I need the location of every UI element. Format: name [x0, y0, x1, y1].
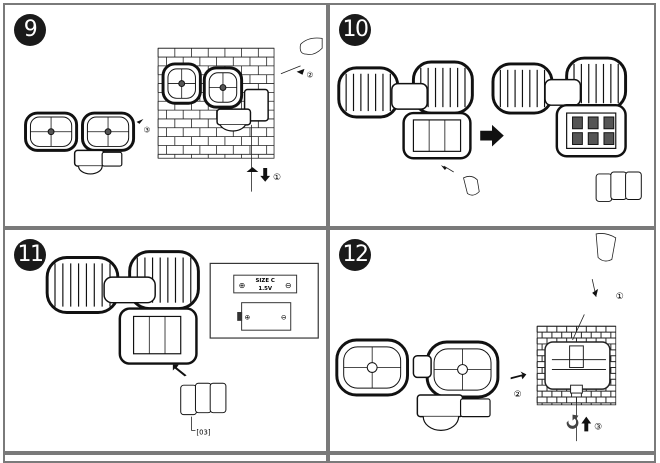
- marker-2: ②: [306, 71, 313, 80]
- marker-3: ③: [143, 126, 150, 135]
- battery-plus-symbol: ⊕: [245, 313, 251, 321]
- detached-floodlight: [24, 111, 136, 175]
- plus-symbol: ⊕: [239, 281, 246, 290]
- up-arrow-icon: [581, 416, 592, 432]
- batteries-icon: [180, 382, 227, 416]
- push-arrow-icon: [510, 371, 527, 380]
- step-9-panel: 9 ① ②: [3, 3, 328, 228]
- pull-arrow-icon: [440, 165, 447, 171]
- marker-3: ③: [594, 422, 602, 432]
- floodlight-open: [491, 56, 628, 158]
- part-reference: [03]: [196, 428, 210, 436]
- finger-press-icon: [595, 233, 617, 262]
- polarity-diagram: [209, 262, 319, 339]
- wall-bracket: [536, 325, 617, 406]
- finger-press-icon: [299, 37, 323, 55]
- step-11-panel: 11 [03] ⊕ ⊖ SIZE C 1.5V: [3, 228, 328, 453]
- step-11-illustration: [03] ⊕ ⊖ SIZE C 1.5V ⊕ ⊖: [45, 250, 319, 436]
- floodlight-closed: [337, 60, 474, 160]
- step-10-illustration: [337, 56, 642, 202]
- step-12-panel: 12 ② ①: [328, 228, 656, 453]
- battery-voltage-label: 1.5V: [258, 286, 273, 292]
- step-10-panel: 10: [328, 3, 656, 228]
- rotate-icon: [566, 414, 579, 429]
- next-panel-right: [328, 453, 656, 463]
- floodlight-battery-compartment: [45, 250, 200, 365]
- mounted-floodlight: [161, 62, 269, 132]
- floodlight-front: [335, 338, 500, 431]
- step-number-badge: 9: [14, 14, 46, 46]
- next-panel-left: [3, 453, 328, 463]
- right-arrow-icon: [480, 124, 504, 147]
- battery-minus-symbol: ⊖: [281, 313, 287, 321]
- diagonal-arrow-icon: [296, 68, 305, 75]
- press-arrow-icon: [592, 288, 599, 297]
- marker-2: ②: [514, 390, 522, 400]
- step-number-badge: 10: [339, 14, 371, 46]
- insert-arrow-icon: [172, 364, 187, 377]
- step-number-badge: 11: [14, 239, 46, 271]
- minus-symbol: ⊖: [285, 281, 292, 290]
- step-number-badge: 12: [339, 239, 371, 271]
- marker-1: ①: [616, 292, 624, 302]
- finger-pull-icon: [463, 175, 480, 196]
- battery-size-label: SIZE C: [256, 278, 275, 284]
- down-arrow-icon: [260, 168, 271, 182]
- move-arrow-icon: [136, 118, 144, 124]
- step-12-illustration: ② ① ③: [335, 233, 624, 442]
- step-9-illustration: ① ② ③: [24, 37, 323, 192]
- marker-1: ①: [273, 173, 281, 183]
- batteries-icon: [595, 171, 642, 202]
